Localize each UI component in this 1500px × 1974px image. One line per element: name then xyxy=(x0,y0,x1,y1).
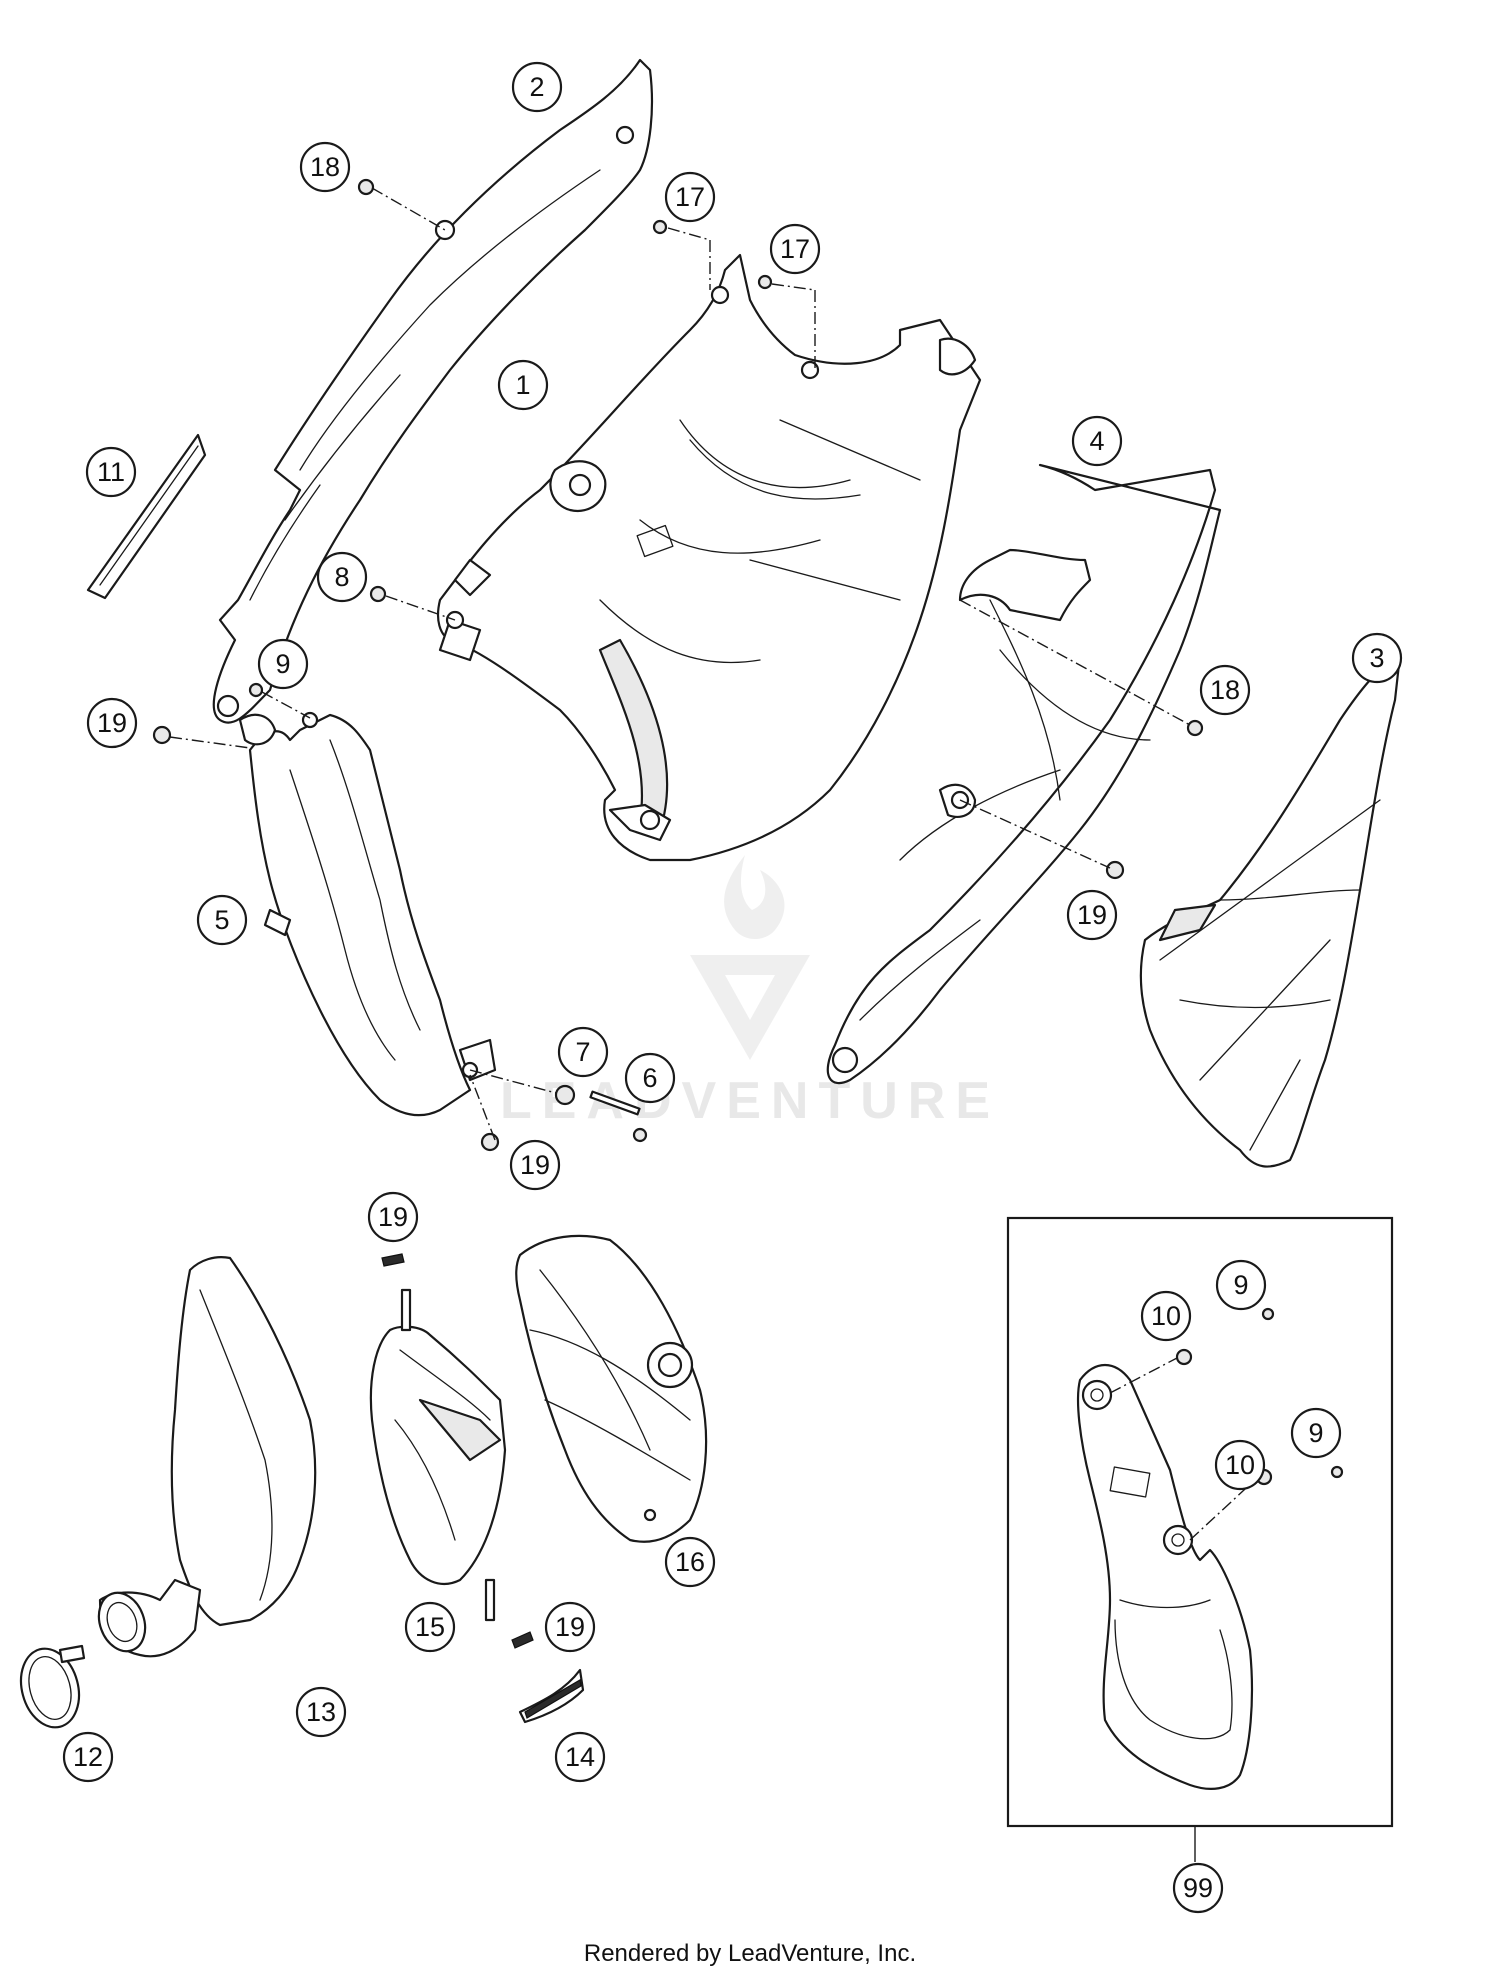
callout-1: 1 xyxy=(497,359,549,411)
callout-19-label: 19 xyxy=(1077,900,1107,930)
callout-4: 4 xyxy=(1071,415,1123,467)
watermark-text: LEADVENTURE xyxy=(500,1072,1000,1130)
callout-5-label: 5 xyxy=(214,905,229,935)
part-4-side-panel xyxy=(826,463,1222,1085)
callout-9: 9 xyxy=(1290,1407,1342,1459)
callout-14-label: 14 xyxy=(565,1742,595,1772)
callout-12-label: 12 xyxy=(73,1742,103,1772)
kit-99-bracket xyxy=(1006,1216,1394,1828)
callout-19: 19 xyxy=(509,1139,561,1191)
part-13-intake-boot xyxy=(97,1256,317,1658)
callout-17: 17 xyxy=(664,171,716,223)
callout-19: 19 xyxy=(367,1191,419,1243)
kit-99-frame xyxy=(1006,1216,1394,1828)
part-3-side-cover xyxy=(1139,653,1402,1168)
callout-9: 9 xyxy=(257,638,309,690)
part-2-shroud-strip xyxy=(212,58,654,724)
callout-14: 14 xyxy=(554,1731,606,1783)
callout-10: 10 xyxy=(1140,1290,1192,1342)
callout-12: 12 xyxy=(62,1731,114,1783)
callout-17-label: 17 xyxy=(675,182,705,212)
part-12-clamp xyxy=(19,1644,86,1729)
callout-4-label: 4 xyxy=(1089,426,1104,456)
callout-17-label: 17 xyxy=(780,234,810,264)
callout-18: 18 xyxy=(299,141,351,193)
callout-9-label: 9 xyxy=(1308,1418,1323,1448)
callout-15-label: 15 xyxy=(415,1612,445,1642)
callout-9-label: 9 xyxy=(1233,1270,1248,1300)
callout-6-label: 6 xyxy=(642,1063,657,1093)
callout-19: 19 xyxy=(544,1601,596,1653)
callout-99: 99 xyxy=(1172,1862,1224,1914)
part-1-airbox xyxy=(436,253,982,862)
callouts: 1 2 3 4 5 6 7 8 9 9 9 10 10 11 12 13 14 … xyxy=(62,61,1403,1914)
callout-19-label: 19 xyxy=(555,1612,585,1642)
callout-2: 2 xyxy=(511,61,563,113)
callout-17: 17 xyxy=(769,223,821,275)
hardware xyxy=(152,178,1344,1649)
callout-13-label: 13 xyxy=(306,1697,336,1727)
callout-19-label: 19 xyxy=(378,1202,408,1232)
callout-1-label: 1 xyxy=(515,370,530,400)
callout-19: 19 xyxy=(86,697,138,749)
part-14-strap xyxy=(518,1668,585,1724)
callout-3: 3 xyxy=(1351,632,1403,684)
callout-10-label: 10 xyxy=(1225,1450,1255,1480)
part-15-air-filter xyxy=(369,1288,507,1622)
callout-7: 7 xyxy=(557,1026,609,1078)
callout-10: 10 xyxy=(1214,1439,1266,1491)
footer-credit: Rendered by LeadVenture, Inc. xyxy=(583,1940,917,1967)
callout-9: 9 xyxy=(1215,1259,1267,1311)
callout-8-label: 8 xyxy=(334,562,349,592)
callout-15: 15 xyxy=(404,1601,456,1653)
callout-19-label: 19 xyxy=(97,708,127,738)
callout-16: 16 xyxy=(664,1536,716,1588)
callout-18: 18 xyxy=(1199,664,1251,716)
callout-8: 8 xyxy=(316,551,368,603)
callout-7-label: 7 xyxy=(575,1037,590,1067)
callout-13: 13 xyxy=(295,1686,347,1738)
callout-10-label: 10 xyxy=(1151,1301,1181,1331)
callout-19: 19 xyxy=(1066,889,1118,941)
callout-5: 5 xyxy=(196,894,248,946)
watermark: LEADVENTURE xyxy=(500,855,1000,1130)
callout-11: 11 xyxy=(85,446,137,498)
callout-2-label: 2 xyxy=(529,72,544,102)
callout-18-label: 18 xyxy=(310,152,340,182)
callout-9-label: 9 xyxy=(275,649,290,679)
callout-11-label: 11 xyxy=(97,457,125,487)
callout-19-label: 19 xyxy=(520,1150,550,1180)
callout-6: 6 xyxy=(624,1052,676,1104)
callout-3-label: 3 xyxy=(1369,643,1384,673)
part-11-decal xyxy=(86,433,207,600)
callout-99-label: 99 xyxy=(1183,1873,1213,1903)
part-16-filter-cover xyxy=(515,1234,708,1543)
callout-18-label: 18 xyxy=(1210,675,1240,705)
part-5-filter-support xyxy=(238,711,497,1117)
callout-16-label: 16 xyxy=(675,1547,705,1577)
